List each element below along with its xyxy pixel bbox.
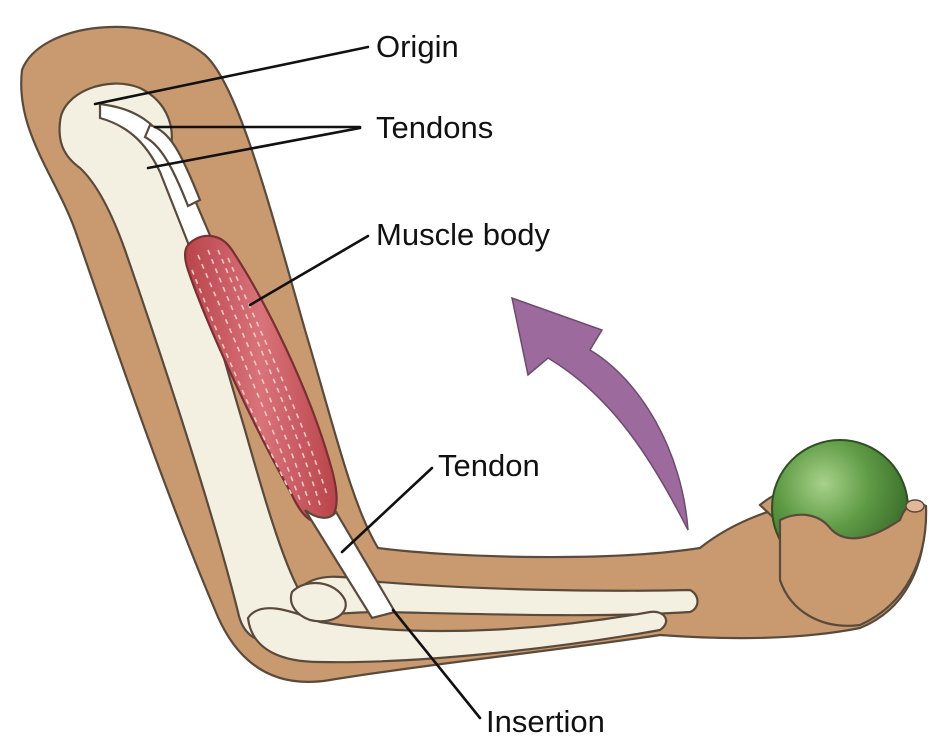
fingernail bbox=[906, 500, 924, 512]
origin-label: Origin bbox=[376, 29, 459, 64]
tendon-label: Tendon bbox=[438, 448, 540, 483]
insertion-label: Insertion bbox=[486, 704, 605, 738]
tendons-label: Tendons bbox=[376, 110, 493, 145]
curved-up-arrow-icon bbox=[512, 298, 688, 530]
muscle-body-label: Muscle body bbox=[376, 217, 551, 252]
